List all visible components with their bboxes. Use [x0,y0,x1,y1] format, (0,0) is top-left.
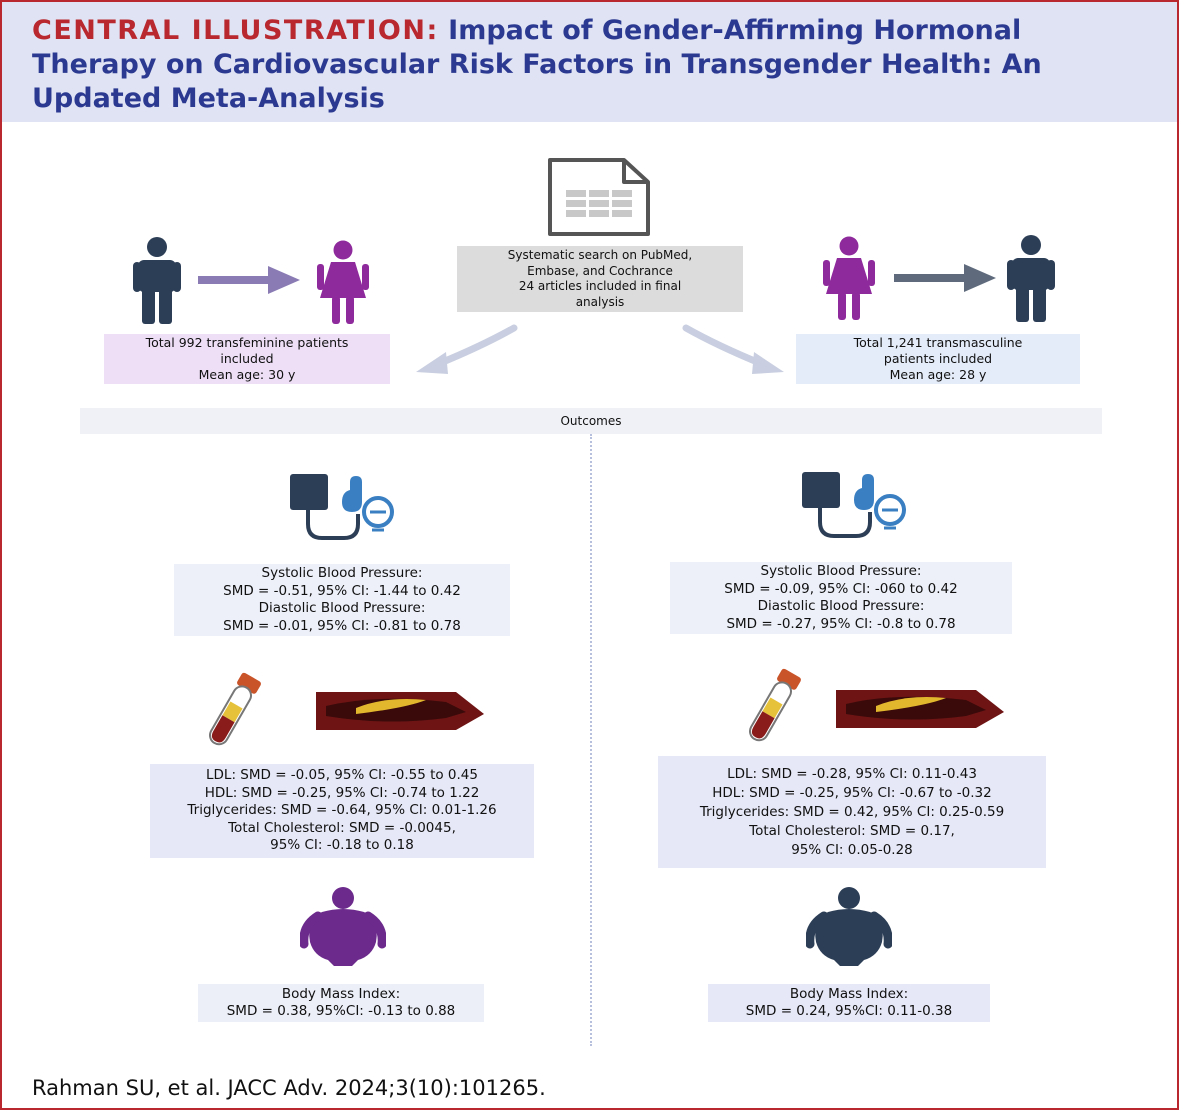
arrow-icon [682,324,784,374]
lipid-line: LDL: SMD = -0.28, 95% CI: 0.11-0.43 [727,765,977,782]
artery-plaque-icon [836,690,1004,728]
lipid-line: Triglycerides: SMD = 0.42, 95% CI: 0.25-… [699,803,1005,820]
bp-line: SMD = -0.27, 95% CI: -0.8 to 0.78 [726,615,956,632]
bp-line: SMD = -0.09, 95% CI: -060 to 0.42 [724,580,958,597]
arrow-icon [894,264,996,292]
search-line: Embase, and Cochrance [527,263,673,278]
transfeminine-line: Total 992 transfeminine patients [145,335,349,350]
blood-tube-icon [749,668,801,742]
document-icon [548,158,650,236]
bmi-line: Body Mass Index: [789,985,909,1002]
lipid-line: LDL: SMD = -0.05, 95% CI: -0.55 to 0.45 [206,767,478,784]
transmasculine-lipids-box: LDL: SMD = -0.28, 95% CI: 0.11-0.43 HDL:… [658,756,1046,868]
bp-line: Systolic Blood Pressure: [261,565,423,581]
lipid-line: Total Cholesterol: SMD = -0.0045, [228,819,456,836]
lipid-line: HDL: SMD = -0.25, 95% CI: -0.67 to -0.32 [712,784,992,801]
arrow-icon [416,324,518,374]
transmasculine-line: patients included [883,351,993,366]
outcomes-label: Outcomes [560,414,622,428]
transmasculine-line: Mean age: 28 y [889,367,987,382]
bp-line: Diastolic Blood Pressure: [258,600,426,616]
header: CENTRAL ILLUSTRATION: Impact of Gender-A… [2,2,1177,122]
blood-pressure-monitor-icon [290,474,394,540]
transfeminine-blood-pressure-box: Systolic Blood Pressure: SMD = -0.51, 95… [174,564,510,636]
search-line: analysis [575,294,625,309]
transmasculine-patients-box: Total 1,241 transmasculine patients incl… [796,334,1080,384]
bp-line: SMD = -0.01, 95% CI: -0.81 to 0.78 [223,617,461,634]
lipid-line: 95% CI: 0.05-0.28 [791,841,913,858]
search-line: 24 articles included in final [518,279,682,293]
male-figure-icon [133,237,181,324]
transfeminine-line: included [220,351,274,366]
lipid-line: HDL: SMD = -0.25, 95% CI: -0.74 to 1.22 [204,784,480,801]
search-line: Systematic search on PubMed, [507,248,693,262]
center-divider [590,434,592,1046]
female-figure-icon [317,240,369,324]
bp-line: SMD = -0.51, 95% CI: -1.44 to 0.42 [223,582,461,599]
bmi-line: Body Mass Index: [281,985,401,1002]
obese-figure-icon [300,887,386,966]
artery-plaque-icon [316,692,484,730]
page-title: CENTRAL ILLUSTRATION: Impact of Gender-A… [32,14,1152,116]
transmasculine-line: Total 1,241 transmasculine [853,335,1023,350]
bmi-line: SMD = 0.38, 95%CI: -0.13 to 0.88 [226,1003,456,1019]
transfeminine-patients-box: Total 992 transfeminine patients include… [104,334,390,384]
lipid-line: Total Cholesterol: SMD = 0.17, [749,822,955,839]
male-figure-icon [1007,235,1055,322]
bmi-line: SMD = 0.24, 95%CI: 0.11-0.38 [745,1003,953,1019]
obese-figure-icon [806,887,892,966]
arrow-icon [198,266,300,294]
transfeminine-lipids-box: LDL: SMD = -0.05, 95% CI: -0.55 to 0.45 … [150,764,534,858]
lipid-line: Triglycerides: SMD = -0.64, 95% CI: 0.01… [187,802,497,819]
transmasculine-blood-pressure-box: Systolic Blood Pressure: SMD = -0.09, 95… [670,562,1012,634]
transfeminine-bmi-box: Body Mass Index: SMD = 0.38, 95%CI: -0.1… [198,984,484,1022]
title-rest: Impact of Gender-Affirming Hormonal Ther… [32,15,1042,114]
transfeminine-line: Mean age: 30 y [198,367,296,382]
bp-line: Diastolic Blood Pressure: [757,598,925,614]
lipid-line: 95% CI: -0.18 to 0.18 [270,837,414,854]
outcomes-bar: Outcomes [80,408,1102,434]
systematic-search-box: Systematic search on PubMed, Embase, and… [457,246,743,312]
transmasculine-bmi-box: Body Mass Index: SMD = 0.24, 95%CI: 0.11… [708,984,990,1022]
blood-pressure-monitor-icon [802,472,906,538]
citation: Rahman SU, et al. JACC Adv. 2024;3(10):1… [32,1076,546,1100]
bp-line: Systolic Blood Pressure: [760,563,922,579]
female-figure-icon [823,236,875,320]
title-lead: CENTRAL ILLUSTRATION: [32,15,439,46]
blood-tube-icon [209,672,261,746]
